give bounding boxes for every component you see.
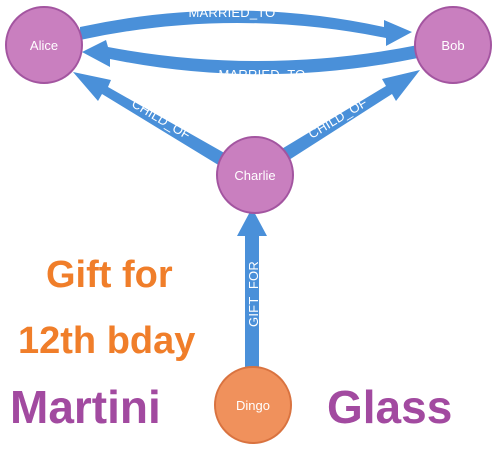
- node-bob[interactable]: Bob: [414, 6, 492, 84]
- caption-gift-for: Gift for: [46, 254, 173, 296]
- node-charlie-circle[interactable]: [216, 136, 294, 214]
- caption-glass: Glass: [327, 381, 453, 433]
- edge-dingo-charlie[interactable]: [237, 208, 267, 371]
- node-alice-label: Alice: [30, 38, 58, 53]
- edge-label-charlie-alice: CHILD_OF: [129, 96, 193, 143]
- edge-alice-bob[interactable]: [80, 10, 412, 47]
- edge-label-bob-alice: MARRIED_TO: [219, 67, 306, 82]
- node-alice[interactable]: Alice: [5, 6, 83, 84]
- node-dingo-label: Dingo: [236, 398, 270, 413]
- caption-martini: Martini: [10, 381, 161, 433]
- edge-label-alice-bob: MARRIED_TO: [189, 5, 276, 20]
- edge-charlie-alice[interactable]: [73, 72, 228, 166]
- edge-charlie-bob[interactable]: [270, 70, 420, 167]
- node-bob-label: Bob: [441, 38, 464, 53]
- node-dingo-circle[interactable]: [214, 366, 292, 444]
- node-dingo[interactable]: Dingo: [214, 366, 292, 444]
- caption-12th-bday: 12th bday: [18, 320, 196, 362]
- node-charlie-label: Charlie: [234, 168, 275, 183]
- edge-bob-alice[interactable]: [82, 40, 418, 75]
- node-charlie[interactable]: Charlie: [216, 136, 294, 214]
- node-alice-circle[interactable]: [5, 6, 83, 84]
- edges: [73, 10, 420, 371]
- edge-label-dingo-charlie: GIFT_FOR: [246, 261, 261, 327]
- node-bob-circle[interactable]: [414, 6, 492, 84]
- edge-label-charlie-bob: CHILD_OF: [306, 95, 370, 142]
